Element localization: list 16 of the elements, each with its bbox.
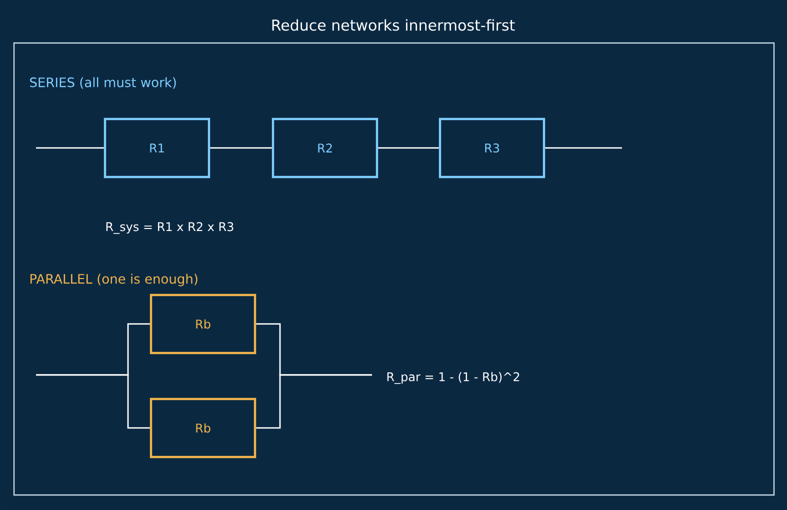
resistor-box: R2 (272, 118, 378, 178)
section-heading: PARALLEL (one is enough) (30, 274, 198, 286)
wire (378, 147, 439, 149)
title: Reduce networks innermost-first (272, 19, 515, 31)
resistor-box: R1 (104, 118, 210, 178)
wire (545, 147, 622, 149)
section-heading: SERIES (all must work) (30, 77, 176, 89)
resistor-box: Rb (150, 294, 256, 354)
wire (256, 374, 372, 429)
formula-text: R_sys = R1 x R2 x R3 (106, 222, 234, 234)
wire (36, 147, 104, 149)
resistor-box: R3 (438, 118, 546, 178)
wire (36, 374, 150, 429)
wire (210, 147, 272, 149)
formula-text: R_par = 1 - (1 - Rb)^2 (387, 372, 520, 384)
resistor-box: Rb (150, 398, 256, 458)
